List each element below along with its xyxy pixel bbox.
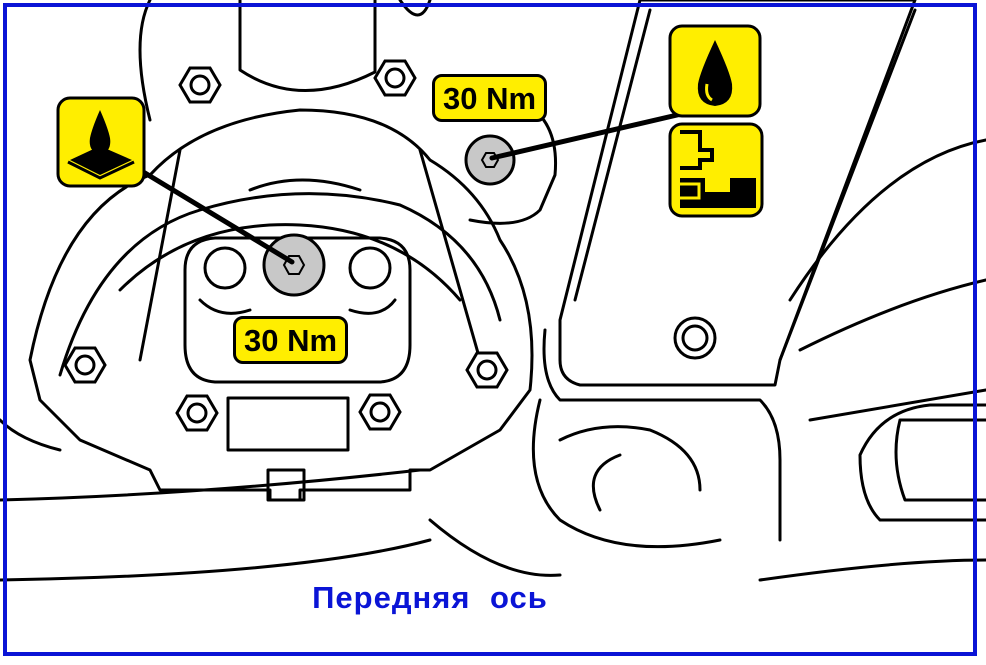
right-cylinder <box>858 403 986 522</box>
hex-bolt <box>465 351 509 389</box>
plug-boss <box>183 236 412 384</box>
hex-bolt <box>175 394 219 432</box>
leader-line-left <box>137 167 295 265</box>
caption-front-axle: Передняя ось <box>312 580 548 615</box>
torque-label-lower: 30 Nm <box>233 316 349 364</box>
oil-drop-icon <box>668 24 762 118</box>
torque-label-upper: 30 Nm <box>432 74 548 122</box>
hex-bolts <box>63 59 509 432</box>
boss-hole-left <box>203 246 247 290</box>
boss-hole-right <box>348 246 392 290</box>
frame-hole <box>673 316 717 360</box>
upper-shaft <box>238 0 377 92</box>
hex-bolt <box>358 393 402 431</box>
cover-lug <box>226 396 350 452</box>
oil-level-plug-icon <box>668 122 764 218</box>
oil-drop-on-surface-icon <box>56 96 146 188</box>
hex-bolt <box>63 346 107 384</box>
hex-bolt <box>178 66 222 104</box>
level-plug-upper <box>464 134 516 186</box>
fill-plug-lower <box>262 233 326 297</box>
leader-line-right <box>489 109 693 161</box>
hex-bolt <box>373 59 417 97</box>
